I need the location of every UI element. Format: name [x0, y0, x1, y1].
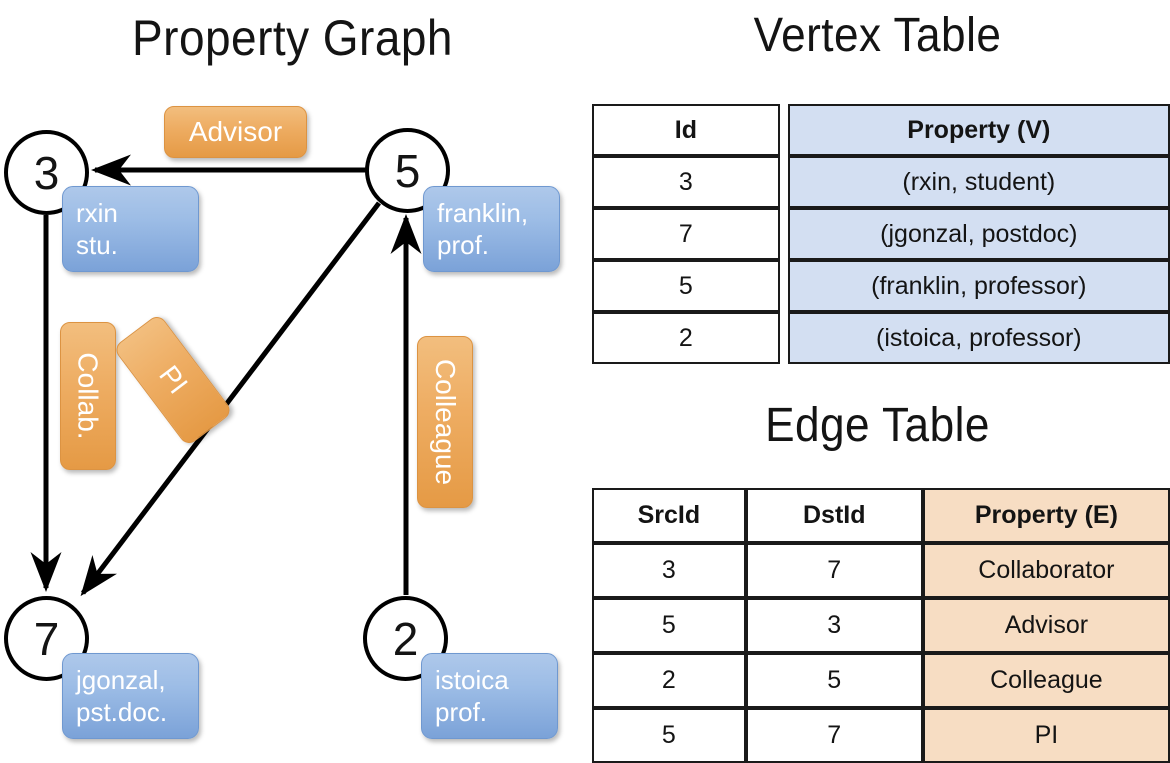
table-row: 5 7 PI [592, 708, 1170, 763]
table-row: 3 7 Collaborator [592, 543, 1170, 598]
edge-row-3-property: PI [922, 708, 1170, 763]
edge-row-1-src: 5 [592, 598, 746, 653]
page-title-edge-table: Edge Table [765, 399, 990, 452]
graph-node-2-property-line2: prof. [435, 697, 488, 727]
graph-node-3-property-line2: stu. [76, 230, 118, 260]
table-header-row: SrcId DstId Property (E) [592, 488, 1170, 543]
edge-row-1-property: Advisor [922, 598, 1170, 653]
edge-row-2-src: 2 [592, 653, 746, 708]
table-row: 7 (jgonzal, postdoc) [592, 208, 1170, 260]
edge-row-0-property: Collaborator [922, 543, 1170, 598]
vertex-row-3-id: 2 [592, 312, 780, 364]
edge-label-collab-text: Collab. [73, 352, 105, 440]
page-title-vertex-table: Vertex Table [753, 9, 1002, 62]
graph-node-2-property-line1: istoica [435, 665, 509, 695]
vertex-row-1-property: (jgonzal, postdoc) [787, 208, 1170, 260]
column-gap [780, 260, 788, 312]
edge-5-to-7 [80, 201, 381, 597]
page-title-property-graph: Property Graph [132, 10, 453, 66]
graph-node-3-label: 3 [33, 146, 60, 199]
edge-table-header-dstid: DstId [745, 488, 923, 543]
graph-node-5[interactable]: 5 [365, 128, 450, 213]
graph-node-3-property-line1: rxin [76, 198, 118, 228]
graph-node-5-property-line1: franklin, [437, 198, 529, 228]
graph-node-2-property-box[interactable]: istoica prof. [421, 653, 558, 739]
vertex-row-1-id: 7 [592, 208, 780, 260]
edge-row-3-dst: 7 [745, 708, 923, 763]
vertex-row-2-property: (franklin, professor) [787, 260, 1170, 312]
edge-label-colleague[interactable]: Colleague [417, 336, 473, 508]
table-row: 5 3 Advisor [592, 598, 1170, 653]
edge-row-3-src: 5 [592, 708, 746, 763]
table-header-row: Id Property (V) [592, 104, 1170, 156]
graph-node-5-property-line2: prof. [437, 230, 490, 260]
table-row: 3 (rxin, student) [592, 156, 1170, 208]
graph-node-2-label: 2 [392, 612, 419, 665]
column-gap [780, 156, 788, 208]
table-row: 5 (franklin, professor) [592, 260, 1170, 312]
graph-node-5-label: 5 [394, 144, 421, 197]
graph-edges-layer [30, 154, 422, 597]
edge-row-1-dst: 3 [745, 598, 923, 653]
vertex-row-2-id: 5 [592, 260, 780, 312]
vertex-row-0-property: (rxin, student) [787, 156, 1170, 208]
edge-row-0-dst: 7 [745, 543, 923, 598]
column-gap [780, 104, 788, 156]
vertex-table-header-id: Id [592, 104, 780, 156]
graph-node-2[interactable]: 2 [363, 596, 448, 681]
column-gap [780, 312, 788, 364]
edge-label-collab[interactable]: Collab. [60, 322, 116, 470]
edge-label-pi-text: PI [153, 359, 194, 400]
edge-table: SrcId DstId Property (E) 3 7 Collaborato… [592, 488, 1170, 763]
vertex-row-0-id: 3 [592, 156, 780, 208]
graph-node-7-label: 7 [33, 612, 60, 665]
vertex-table-header-property: Property (V) [787, 104, 1170, 156]
vertex-row-3-property: (istoica, professor) [787, 312, 1170, 364]
graph-node-5-property-box[interactable]: franklin, prof. [423, 186, 560, 272]
vertex-table: Id Property (V) 3 (rxin, student) 7 (jgo… [592, 104, 1170, 364]
column-gap [780, 208, 788, 260]
edge-label-colleague-text: Colleague [430, 358, 462, 486]
table-row: 2 (istoica, professor) [592, 312, 1170, 364]
edge-row-0-src: 3 [592, 543, 746, 598]
edge-table-header-property: Property (E) [922, 488, 1170, 543]
graph-node-7-property-line1: jgonzal, [76, 665, 166, 695]
edge-row-2-dst: 5 [745, 653, 923, 708]
table-row: 2 5 Colleague [592, 653, 1170, 708]
edge-row-2-property: Colleague [922, 653, 1170, 708]
edge-label-advisor[interactable]: Advisor [164, 106, 307, 158]
edge-table-header-srcid: SrcId [592, 488, 746, 543]
graph-node-7-property-box[interactable]: jgonzal, pst.doc. [62, 653, 199, 739]
graph-node-7-property-line2: pst.doc. [76, 697, 168, 727]
edge-label-advisor-text: Advisor [188, 116, 283, 147]
graph-node-3-property-box[interactable]: rxin stu. [62, 186, 199, 272]
